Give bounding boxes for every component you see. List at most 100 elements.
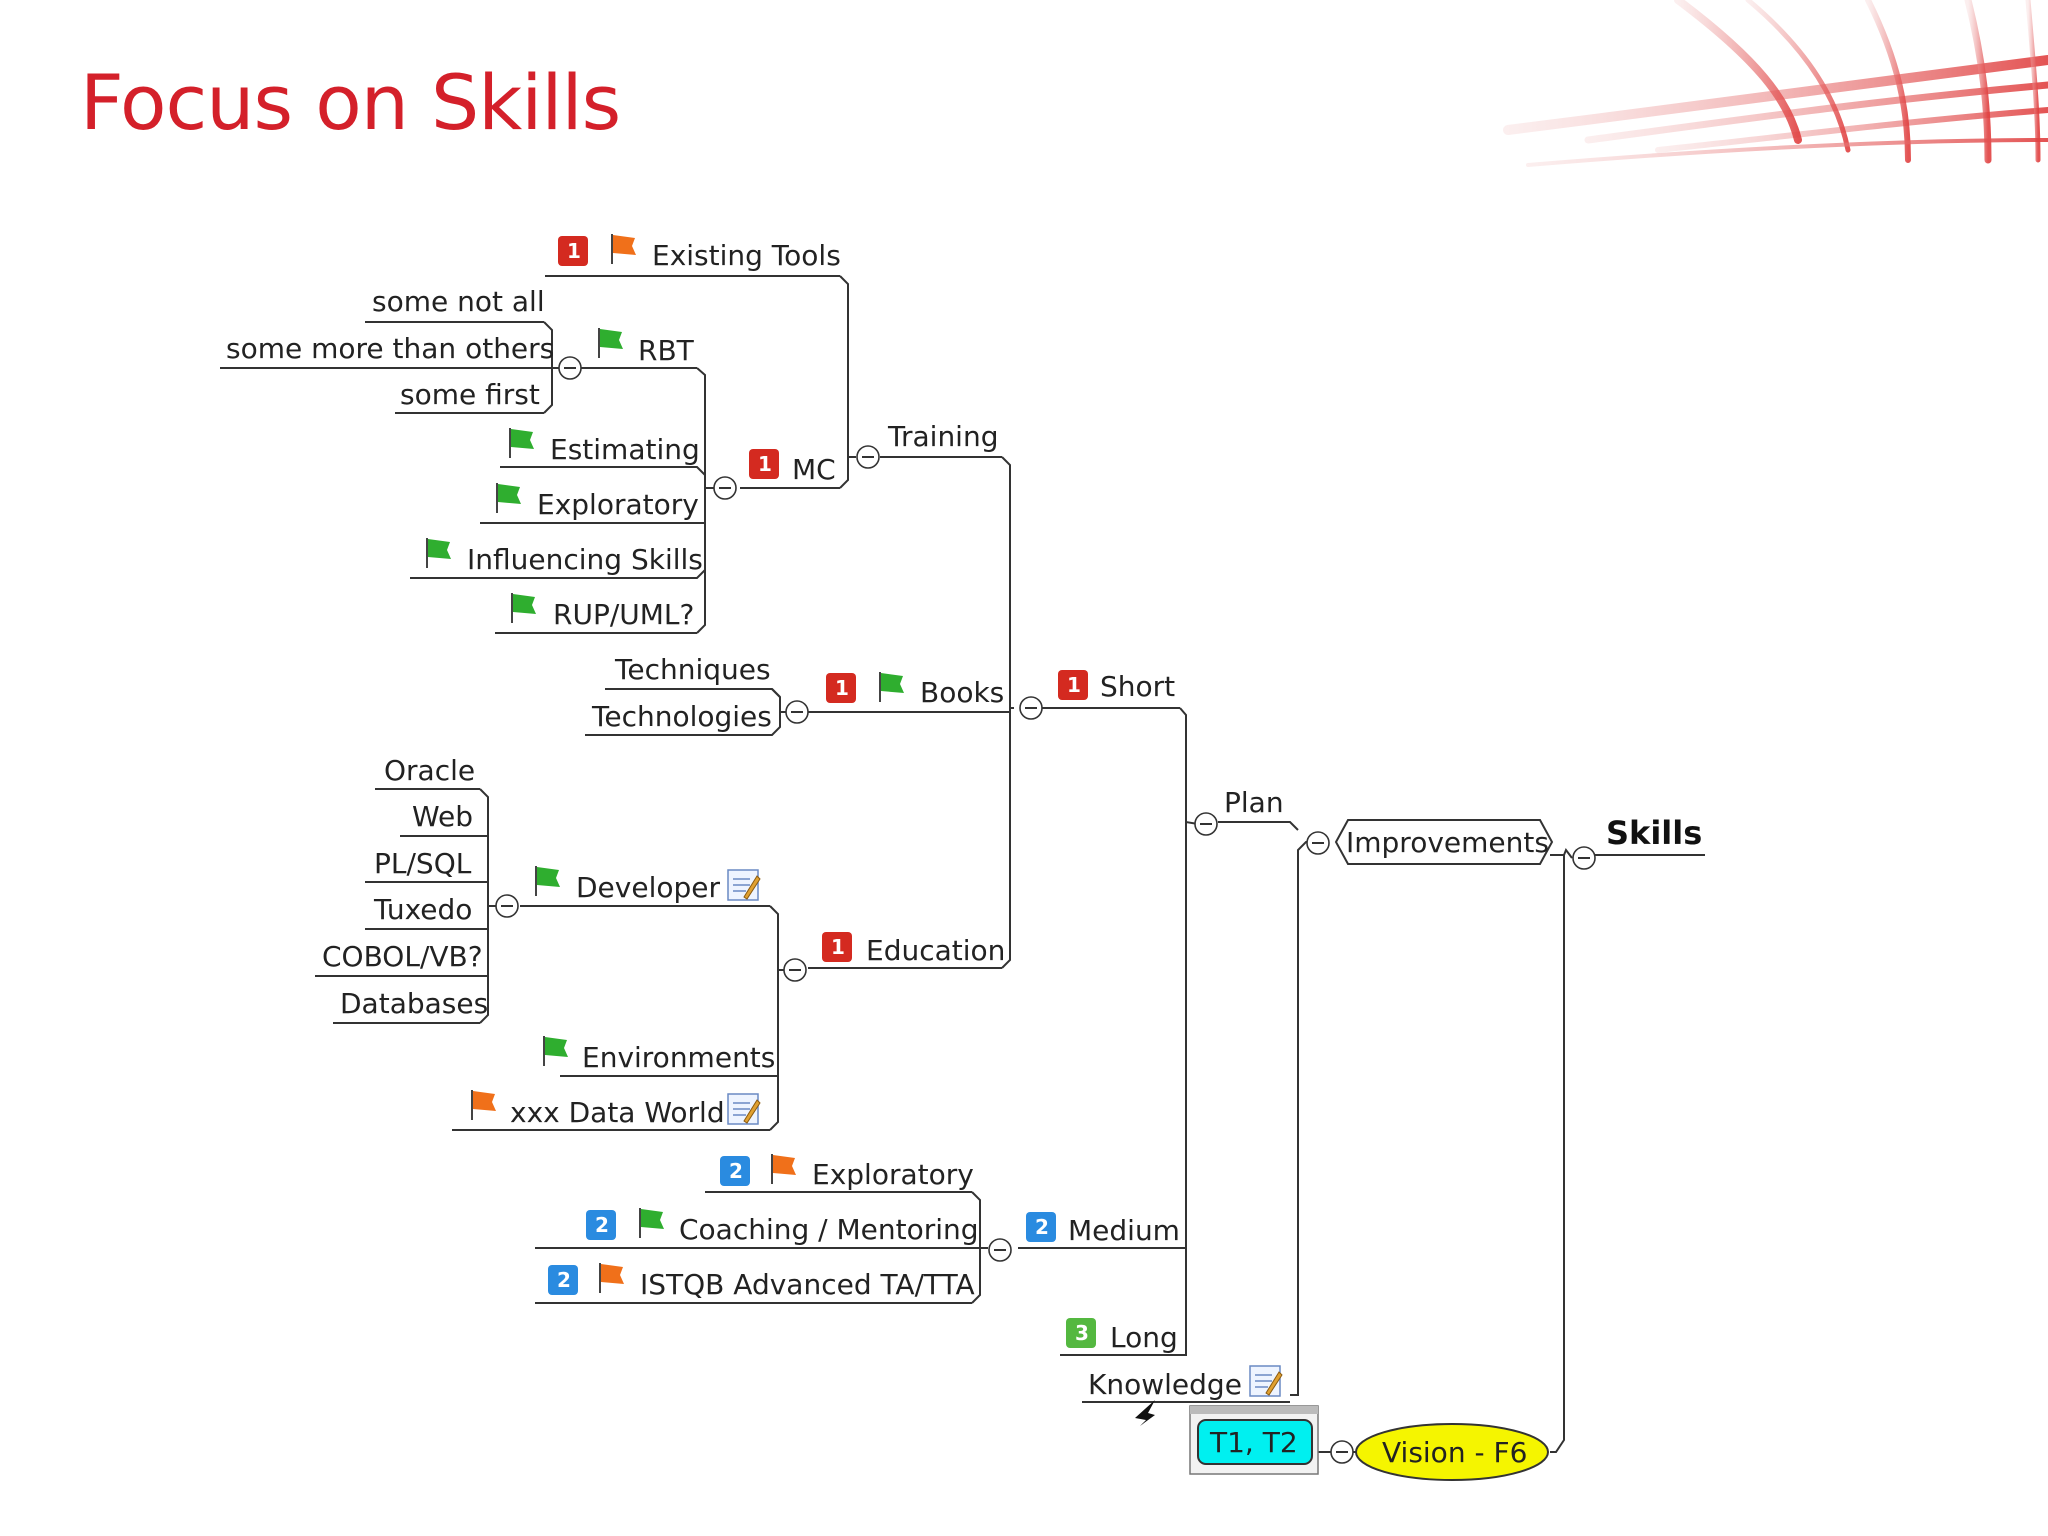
mc-spine-bottom [696,488,706,634]
note-icon[interactable] [727,1093,761,1125]
node-exploratory-medium[interactable]: 2 Exploratory [720,1153,974,1191]
node-plsql[interactable]: PL/SQL [374,847,472,880]
node-oracle[interactable]: Oracle [384,754,475,787]
rbt-spine-bottom [543,368,553,414]
improvements-label: Improvements [1346,826,1549,859]
svg-text:2: 2 [729,1159,743,1183]
node-cobol-vb[interactable]: COBOL/VB? [322,940,483,973]
collapse-icon[interactable] [713,476,737,500]
node-influencing-skills[interactable]: Influencing Skills [426,537,703,576]
data-world-label: xxx Data World [510,1096,725,1129]
collapse-icon[interactable] [856,445,880,469]
collapse-icon[interactable] [495,894,519,918]
node-exploratory-mc[interactable]: Exploratory [496,482,699,521]
node-skills[interactable]: Skills [1606,814,1702,852]
rup-uml-label: RUP/UML? [553,598,694,631]
node-books[interactable]: 1 Books [826,671,1004,709]
node-developer[interactable]: Developer [535,865,761,904]
istqb-label: ISTQB Advanced TA/TTA [640,1268,975,1301]
node-data-world[interactable]: xxx Data World [471,1089,761,1129]
node-databases[interactable]: Databases [340,987,488,1020]
node-education[interactable]: 1 Education [822,932,1005,967]
estimating-underline [500,466,706,476]
node-long[interactable]: 3 Long [1066,1318,1178,1354]
short-bottom [1001,708,1011,969]
influencing-skills-label: Influencing Skills [467,543,703,576]
rbt-spine [543,321,560,369]
node-mc[interactable]: 1 MC [749,449,836,486]
collapse-icon[interactable] [783,958,807,982]
svg-text:1: 1 [835,676,849,700]
vision-label: Vision - F6 [1382,1436,1527,1469]
node-istqb[interactable]: 2 ISTQB Advanced TA/TTA [548,1262,975,1301]
node-vision[interactable]: Vision - F6 [1355,1423,1549,1481]
node-techniques[interactable]: Techniques [614,653,771,686]
green-flag-icon [639,1207,665,1239]
node-some-first[interactable]: some first [400,378,540,411]
svg-text:1: 1 [831,935,845,959]
green-flag-icon [598,327,624,359]
collapse-controls[interactable] [495,356,1596,1464]
decorative-swoosh [1503,0,2048,167]
improvements-spine [1290,841,1318,1396]
node-coaching-mentoring[interactable]: 2 Coaching / Mentoring [586,1207,979,1246]
green-flag-icon [496,482,522,514]
medium-spine-bottom [971,1248,981,1304]
green-flag-icon [509,427,535,459]
node-knowledge[interactable]: Knowledge [1088,1365,1283,1401]
node-rbt[interactable]: RBT [598,327,695,367]
priority-3-icon: 3 [1066,1318,1096,1348]
arrow-icon [1135,1400,1155,1426]
node-tuxedo[interactable]: Tuxedo [373,893,472,926]
node-rup-uml[interactable]: RUP/UML? [511,592,694,631]
collapse-icon[interactable] [1330,1440,1354,1464]
node-web[interactable]: Web [412,800,473,833]
collapse-icon[interactable] [785,700,809,724]
collapse-icon[interactable] [558,356,582,380]
orange-flag-icon [771,1153,797,1185]
training-spine [839,275,856,458]
collapse-icon[interactable] [1572,846,1596,870]
influencing-underline [410,569,706,579]
svg-text:2: 2 [595,1213,609,1237]
collapse-icon[interactable] [1306,831,1330,855]
coaching-mentoring-label: Coaching / Mentoring [679,1213,979,1246]
developer-spine-bottom [479,906,489,1024]
node-training[interactable]: Training [887,420,998,453]
node-plan[interactable]: Plan [1224,786,1284,819]
green-flag-icon [879,671,905,703]
green-flag-icon [511,592,537,624]
priority-1-icon: 1 [558,236,588,266]
collapse-icon[interactable] [1019,696,1043,720]
node-estimating[interactable]: Estimating [509,427,700,466]
collapse-icon[interactable] [988,1238,1012,1262]
education-spine-bottom [769,970,779,1131]
medium-label: Medium [1068,1214,1180,1247]
node-environments[interactable]: Environments [543,1035,775,1074]
svg-text:1: 1 [758,452,772,476]
t1t2-label: T1, T2 [1209,1426,1298,1459]
developer-spine [479,788,496,907]
exploratory-mc-label: Exploratory [537,488,699,521]
node-existing-tools[interactable]: 1 Existing Tools [558,233,841,272]
collapse-icon[interactable] [1194,812,1218,836]
node-medium[interactable]: 2 Medium [1026,1212,1180,1247]
slide-title: Focus on Skills [80,58,621,147]
note-icon[interactable] [1249,1365,1283,1397]
node-some-more-than-others[interactable]: some more than others [226,332,554,365]
note-icon[interactable] [727,869,761,901]
node-t1t2[interactable]: T1, T2 [1189,1405,1319,1475]
skills-spine [1550,847,1573,1453]
node-some-not-all[interactable]: some not all [372,285,545,318]
svg-text:3: 3 [1075,1321,1089,1345]
node-technologies[interactable]: Technologies [591,700,772,733]
svg-text:1: 1 [567,239,581,263]
short-label: Short [1100,670,1175,703]
node-short[interactable]: 1 Short [1058,670,1175,703]
estimating-label: Estimating [550,433,700,466]
node-improvements[interactable]: Improvements [1334,819,1554,865]
green-flag-icon [426,537,452,569]
priority-1-icon: 1 [826,673,856,703]
plan-underline [1218,821,1299,831]
svg-text:2: 2 [557,1268,571,1292]
